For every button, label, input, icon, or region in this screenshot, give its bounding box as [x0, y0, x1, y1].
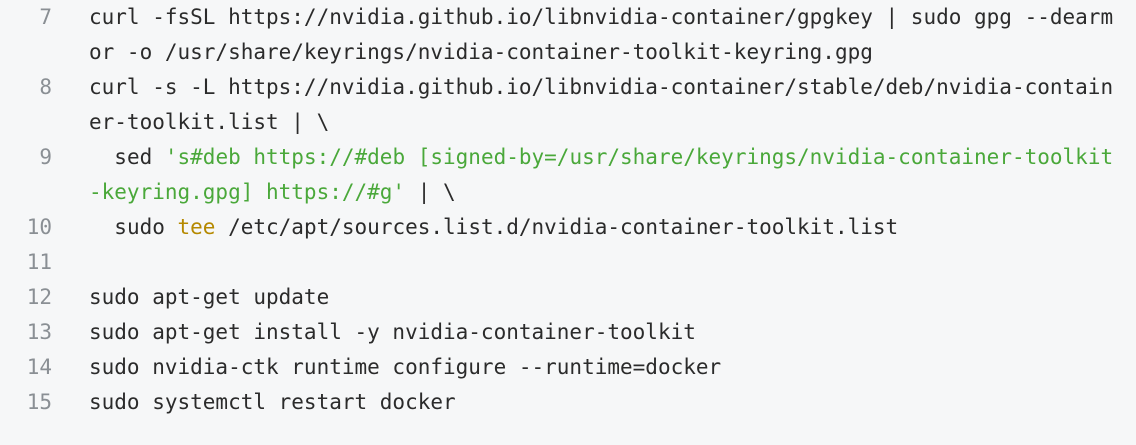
code-segment: sudo apt-get install -y nvidia-container…: [89, 320, 696, 344]
line-number: 14: [26, 355, 52, 379]
code-segment: curl -s -L https://nvidia.github.io/libn…: [89, 75, 1114, 134]
line-number: 8: [39, 75, 52, 99]
code-line: 15 sudo systemctl restart docker: [0, 385, 1136, 420]
code-line: 7 curl -fsSL https://nvidia.github.io/li…: [0, 0, 1136, 70]
code-segment: sed: [89, 145, 165, 169]
string-literal: 's#deb https://#deb [signed-by=/usr/shar…: [89, 145, 1114, 204]
line-number: 15: [26, 390, 52, 414]
code-segment: sudo apt-get update: [89, 285, 330, 309]
line-number: 11: [26, 250, 52, 274]
code-line: 9 sed 's#deb https://#deb [signed-by=/us…: [0, 140, 1136, 210]
code-text: sudo apt-get install -y nvidia-container…: [52, 315, 1119, 350]
code-segment: /etc/apt/sources.list.d/nvidia-container…: [215, 215, 899, 239]
code-text: sed 's#deb https://#deb [signed-by=/usr/…: [52, 140, 1119, 210]
code-line: 12 sudo apt-get update: [0, 280, 1136, 315]
code-text: sudo tee /etc/apt/sources.list.d/nvidia-…: [52, 210, 1119, 245]
code-segment: | \: [405, 180, 456, 204]
code-line: 8 curl -s -L https://nvidia.github.io/li…: [0, 70, 1136, 140]
code-segment: sudo: [89, 215, 178, 239]
code-text: sudo nvidia-ctk runtime configure --runt…: [52, 350, 1119, 385]
code-text: curl -fsSL https://nvidia.github.io/libn…: [52, 0, 1119, 70]
code-segment: curl -fsSL https://nvidia.github.io/libn…: [89, 5, 1114, 64]
line-number: 13: [26, 320, 52, 344]
line-number: 10: [26, 215, 52, 239]
code-line: 13 sudo apt-get install -y nvidia-contai…: [0, 315, 1136, 350]
line-number: 7: [39, 5, 52, 29]
code-line: 14 sudo nvidia-ctk runtime configure --r…: [0, 350, 1136, 385]
code-segment: sudo nvidia-ctk runtime configure --runt…: [89, 355, 722, 379]
code-line: 11: [0, 245, 1136, 280]
code-text: sudo apt-get update: [52, 280, 1119, 315]
line-number: 12: [26, 285, 52, 309]
code-segment: sudo systemctl restart docker: [89, 390, 456, 414]
code-text: sudo systemctl restart docker: [52, 385, 1119, 420]
code-text: curl -s -L https://nvidia.github.io/libn…: [52, 70, 1119, 140]
code-line: 10 sudo tee /etc/apt/sources.list.d/nvid…: [0, 210, 1136, 245]
line-number: 9: [39, 145, 52, 169]
keyword-token: tee: [177, 215, 216, 239]
